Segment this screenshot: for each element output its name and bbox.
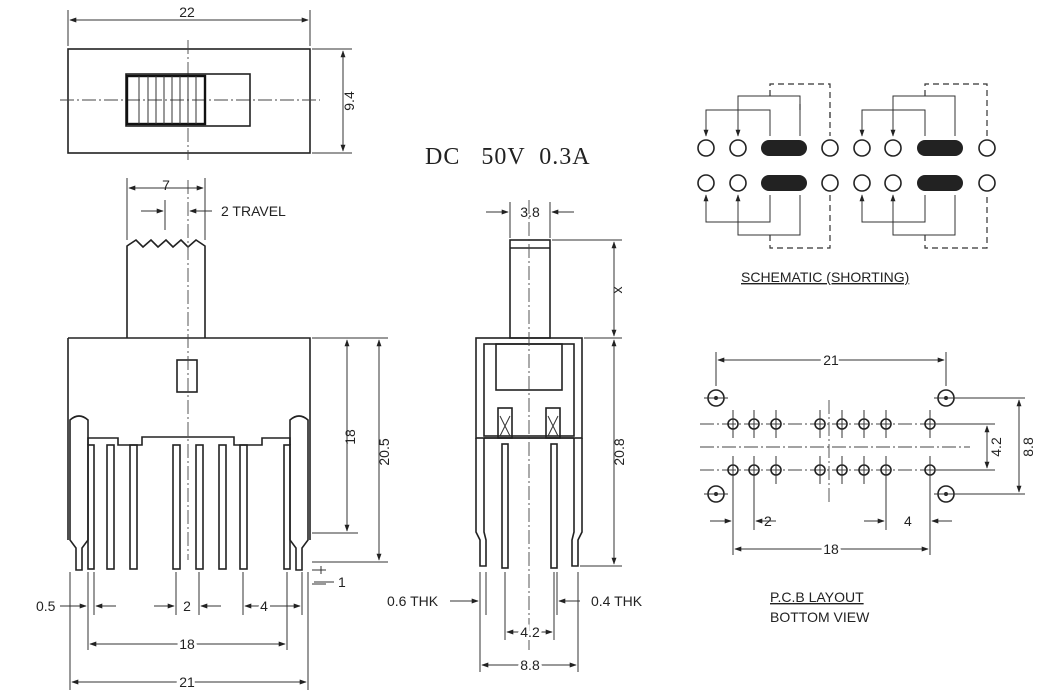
side-outer-span-label: 8.8 — [520, 657, 540, 673]
rating-label: DC 50V 0.3A — [425, 144, 591, 170]
pcb-caption-line2: BOTTOM VIEW — [770, 609, 870, 625]
pcb-pitch-label: 2 — [764, 513, 772, 529]
front-total-height-label: 20.5 — [376, 438, 392, 465]
pcb-row-label: 4 — [904, 513, 912, 529]
pcb-caption-line1: P.C.B LAYOUT — [770, 589, 864, 605]
pcb-outer-height-label: 8.8 — [1020, 437, 1036, 457]
pcb-inner-height-label: 4.2 — [988, 437, 1004, 457]
side-pin-thk-b-label: 0.4 THK — [591, 593, 643, 609]
front-pin-span-label: 18 — [179, 636, 195, 652]
top-view: 22 9.4 — [60, 4, 357, 160]
side-actuator-width-label: 3.8 — [520, 204, 540, 220]
schematic: SCHEMATIC (SHORTING) — [697, 83, 996, 285]
side-pin-thk-a-label: 0.6 THK — [387, 593, 439, 609]
front-total-width-label: 21 — [179, 674, 195, 690]
side-inner-span-label: 4.2 — [520, 624, 540, 640]
side-body-height-label: 20.8 — [611, 438, 627, 465]
top-width-label: 22 — [179, 4, 195, 20]
front-pitch-label: 2 — [183, 598, 191, 614]
travel-label: 2 TRAVEL — [221, 203, 286, 219]
lug-label: 1 — [338, 574, 346, 590]
front-view: 7 2 TRAVEL 18 20.5 0.5 2 4 — [36, 177, 392, 693]
front-body-height-label: 18 — [342, 429, 358, 445]
pcb-width-label: 21 — [823, 352, 839, 368]
front-actuator-width-label: 7 — [162, 177, 170, 193]
pcb-span-label: 18 — [823, 541, 839, 557]
side-view: 3.8 x 20.8 0.6 THK 0.4 THK 4.2 8.8 — [387, 200, 643, 676]
side-actuator-height-label: x — [609, 287, 625, 294]
front-row-label: 4 — [260, 598, 268, 614]
schematic-caption: SCHEMATIC (SHORTING) — [741, 269, 909, 285]
pcb-layout: 21 4.2 8.8 2 4 18 P.C.B LAYOUT BOTTOM VI… — [700, 349, 1036, 625]
top-height-label: 9.4 — [341, 91, 357, 111]
pin-thk-label: 0.5 — [36, 598, 56, 614]
